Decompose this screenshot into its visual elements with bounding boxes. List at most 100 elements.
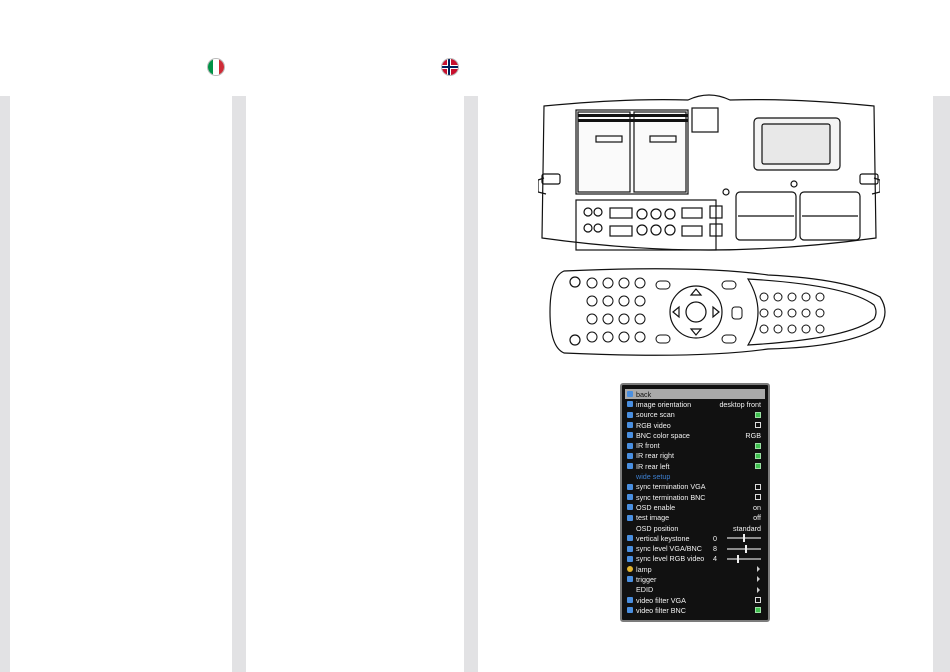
osd-menu-item[interactable]: vertical keystone 0 xyxy=(625,533,765,543)
submenu-arrow-icon xyxy=(757,566,760,573)
osd-item-label: test image xyxy=(636,513,670,523)
osd-item-label: EDID xyxy=(636,585,654,595)
osd-checkbox[interactable] xyxy=(755,494,761,501)
osd-menu-item[interactable]: OSD position standard xyxy=(625,523,765,533)
filter-icon xyxy=(627,597,633,604)
osd-slider-knob[interactable] xyxy=(744,544,747,553)
submenu-arrow-icon xyxy=(757,576,760,583)
osd-menu-item[interactable]: RGB video xyxy=(625,420,765,430)
projector-rear-panel-illustration xyxy=(538,94,880,251)
sync-icon xyxy=(627,494,633,501)
osd-menu-item[interactable]: video filter VGA xyxy=(625,595,765,605)
blank-icon xyxy=(627,474,633,480)
osd-checkbox[interactable] xyxy=(755,452,761,459)
osd-slider[interactable] xyxy=(727,554,761,563)
column-divider xyxy=(464,96,478,672)
osd-item-value: on xyxy=(753,502,761,512)
osd-menu-item[interactable]: OSD enable on xyxy=(625,502,765,512)
ir-icon xyxy=(627,463,633,470)
osd-slider-value: 4 xyxy=(713,554,717,564)
osd-item-value: off xyxy=(753,513,761,523)
back-icon xyxy=(627,391,633,398)
ir-icon xyxy=(627,452,633,459)
osd-item-label: sync termination BNC xyxy=(636,492,706,502)
norwegian-flag-icon xyxy=(442,59,458,75)
blank-icon xyxy=(627,587,633,593)
osd-menu-item[interactable]: sync level RGB video 4 xyxy=(625,554,765,564)
osd-item-label: BNC color space xyxy=(636,430,690,440)
osd-slider[interactable] xyxy=(727,534,761,543)
osd-item-label: video filter BNC xyxy=(636,605,686,615)
lamp-icon xyxy=(627,566,633,573)
osd-slider-value: 0 xyxy=(713,533,717,543)
osd-menu-item[interactable]: IR rear left xyxy=(625,461,765,471)
osd-item-label: sync level VGA/BNC xyxy=(636,544,702,554)
osd-item-label: IR rear right xyxy=(636,451,674,461)
column-divider xyxy=(0,96,10,672)
osd-slider-knob[interactable] xyxy=(736,554,739,563)
osd-item-label: IR rear left xyxy=(636,461,670,471)
osd-menu-item[interactable]: sync level VGA/BNC 8 xyxy=(625,543,765,553)
osd-item-label: back xyxy=(636,389,652,399)
osd-menu-item[interactable]: image orientation desktop front xyxy=(625,399,765,409)
trigger-icon xyxy=(627,576,633,583)
osd-checkbox[interactable] xyxy=(755,422,761,429)
osd-item-value: standard xyxy=(733,523,761,533)
level-icon xyxy=(627,555,633,562)
osd-menu-item[interactable]: source scan xyxy=(625,410,765,420)
ir-icon xyxy=(627,442,633,449)
osd-item-label: image orientation xyxy=(636,399,692,409)
osd-menu-item[interactable]: BNC color space RGB xyxy=(625,430,765,440)
remote-control-illustration xyxy=(549,268,886,356)
test-icon xyxy=(627,514,633,521)
rgb-icon xyxy=(627,422,633,429)
osd-slider-knob[interactable] xyxy=(743,534,745,543)
osd-menu-item[interactable]: IR front xyxy=(625,440,765,450)
osd-checkbox[interactable] xyxy=(755,442,761,449)
osd-menu-item[interactable]: sync termination BNC xyxy=(625,492,765,502)
osd-item-value: desktop front xyxy=(719,399,761,409)
submenu-arrow-icon xyxy=(757,586,760,593)
level-icon xyxy=(627,545,633,552)
osd-item-label: lamp xyxy=(636,564,652,574)
osd-checkbox[interactable] xyxy=(755,483,761,490)
filter-icon xyxy=(627,607,633,614)
osd-item-label: OSD position xyxy=(636,523,679,533)
osd-item-label: video filter VGA xyxy=(636,595,686,605)
osd-checkbox[interactable] xyxy=(755,463,761,470)
osd-item-label: OSD enable xyxy=(636,502,676,512)
osd-menu-item[interactable]: back xyxy=(625,389,765,400)
osd-slider-value: 8 xyxy=(713,544,717,554)
osd-checkbox[interactable] xyxy=(755,597,761,604)
osd-item-label: sync termination VGA xyxy=(636,482,706,492)
blank-icon xyxy=(627,525,633,531)
italian-flag-icon xyxy=(208,59,224,75)
orientation-icon xyxy=(627,401,633,408)
osd-slider[interactable] xyxy=(727,544,761,553)
osd-item-label: RGB video xyxy=(636,420,671,430)
osd-checkbox[interactable] xyxy=(755,411,761,418)
osd-menu-item[interactable]: wide setup xyxy=(625,471,765,481)
osd-item-label: trigger xyxy=(636,574,657,584)
osd-icon xyxy=(627,504,633,511)
osd-item-label: wide setup xyxy=(636,472,671,482)
osd-item-label: source scan xyxy=(636,410,675,420)
column-divider xyxy=(933,96,950,672)
osd-menu-item[interactable]: trigger xyxy=(625,574,765,584)
bnc-icon xyxy=(627,432,633,439)
osd-menu-item[interactable]: video filter BNC xyxy=(625,605,765,615)
osd-checkbox[interactable] xyxy=(755,607,761,614)
sync-icon xyxy=(627,483,633,490)
osd-menu-item[interactable]: EDID xyxy=(625,585,765,595)
column-divider xyxy=(232,96,246,672)
osd-item-label: IR front xyxy=(636,441,660,451)
osd-menu-item[interactable]: IR rear right xyxy=(625,451,765,461)
osd-menu-item[interactable]: test image off xyxy=(625,513,765,523)
osd-item-label: vertical keystone xyxy=(636,533,690,543)
osd-menu-item[interactable]: sync termination VGA xyxy=(625,482,765,492)
osd-item-label: sync level RGB video xyxy=(636,554,705,564)
osd-item-value: RGB xyxy=(745,430,761,440)
scan-icon xyxy=(627,411,633,418)
osd-menu-item[interactable]: lamp xyxy=(625,564,765,574)
